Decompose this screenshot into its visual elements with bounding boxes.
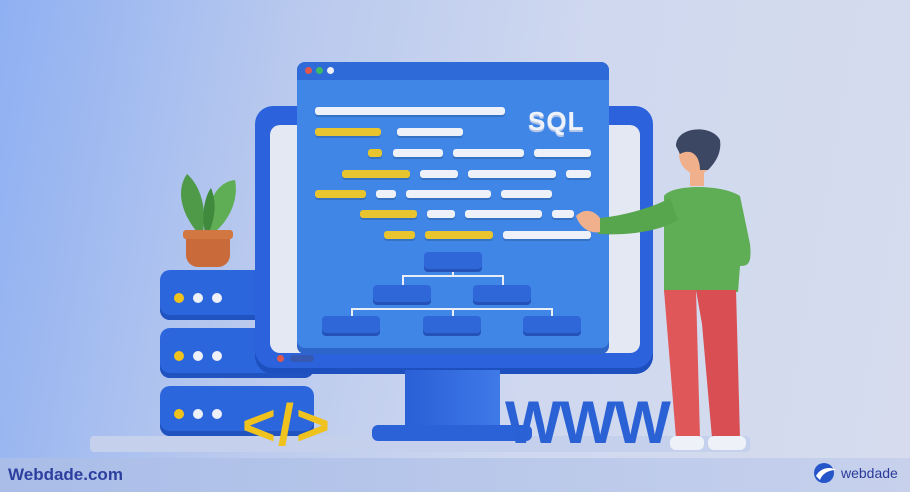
person-figure bbox=[576, 129, 751, 450]
plant-pot-rim bbox=[183, 230, 233, 239]
tree-node bbox=[523, 316, 581, 333]
floor-shelf bbox=[90, 436, 750, 452]
tree-node bbox=[424, 252, 482, 269]
server-lights bbox=[174, 351, 222, 361]
tree-node bbox=[322, 316, 380, 333]
footer-bar bbox=[0, 458, 910, 492]
monitor-stand bbox=[405, 370, 500, 430]
tree-node bbox=[373, 285, 431, 302]
webdade-swirl-icon bbox=[814, 463, 836, 483]
tree-node bbox=[423, 316, 481, 333]
power-led-icon bbox=[277, 355, 284, 362]
server-lights bbox=[174, 293, 222, 303]
window-titlebar bbox=[297, 62, 609, 80]
brand-logo[interactable]: webdade bbox=[812, 462, 898, 484]
monitor-base bbox=[372, 425, 532, 441]
monitor-slot bbox=[290, 355, 314, 362]
code-brackets-icon: </> bbox=[242, 393, 332, 458]
sql-label: SQL bbox=[528, 106, 585, 136]
tree-node bbox=[473, 285, 531, 302]
close-dot-icon bbox=[305, 67, 312, 74]
site-url[interactable]: Webdade.com bbox=[8, 465, 123, 484]
code-window bbox=[297, 62, 609, 348]
server-unit bbox=[160, 386, 314, 436]
server-lights bbox=[174, 409, 222, 419]
www-label: WWW bbox=[505, 389, 671, 456]
brand-name: webdade bbox=[841, 465, 898, 481]
maximize-dot-icon bbox=[316, 67, 323, 74]
leaf-icon bbox=[181, 174, 236, 232]
window-controls bbox=[305, 67, 334, 74]
minimize-dot-icon bbox=[327, 67, 334, 74]
